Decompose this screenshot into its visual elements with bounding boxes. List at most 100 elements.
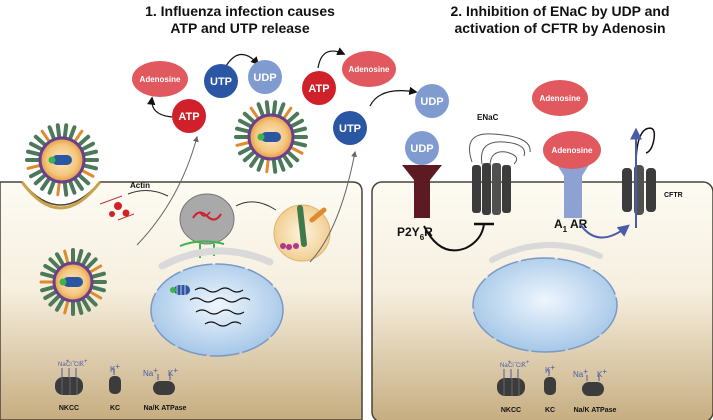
- virus-internal: [39, 248, 107, 316]
- left-transporters: Na+ Cl− Cl− K+ K+ Na+ K+: [55, 359, 178, 395]
- virus-polymerase: [59, 278, 67, 286]
- a1ar-label-main: A: [554, 217, 563, 231]
- virus-spike: [290, 126, 307, 134]
- virus-spike: [33, 172, 48, 186]
- virus-spike: [40, 284, 57, 293]
- kc-label-left: KC: [110, 405, 120, 412]
- assembly-vesicle: [273, 204, 331, 262]
- arrow-atp-to-adenosine: [147, 96, 173, 118]
- virus-spike: [264, 100, 271, 118]
- virus-spike: [242, 149, 257, 163]
- arrow-atp-to-adenosine-2: [317, 47, 346, 69]
- virus-spike: [256, 155, 266, 172]
- endocytic-pocket: [20, 181, 102, 210]
- utp-molecule-1: UTP: [204, 64, 238, 98]
- virus-spike: [276, 155, 286, 172]
- nkcc-label-left: NKCC: [59, 405, 79, 412]
- udp-label-2: UDP: [420, 96, 443, 108]
- virus-spike: [33, 134, 48, 148]
- title-left-line1: 1. Influenza infection causes: [145, 3, 335, 19]
- virus-rnp: [261, 132, 281, 142]
- utp-molecule-2: UTP: [333, 111, 367, 145]
- svg-text:Na+: Na+: [573, 367, 588, 379]
- right-er-arc: [489, 241, 603, 263]
- release-arrow-utp: [309, 150, 358, 263]
- svg-text:Na+: Na+: [58, 359, 70, 368]
- virus-spike: [271, 156, 278, 174]
- a1ar-receptor: Adenosine: [543, 131, 601, 218]
- virus-spike: [288, 145, 304, 155]
- virus-spike: [281, 106, 293, 121]
- virus-spike: [288, 118, 304, 129]
- virus-spike: [55, 296, 66, 312]
- virus-spike: [40, 129, 52, 144]
- title-right-line2: activation of CFTR by Adenosin: [454, 20, 666, 36]
- virus-spike: [81, 163, 98, 171]
- virus-spike: [80, 252, 91, 268]
- virus-spike: [67, 178, 77, 195]
- utp-label-2: UTP: [339, 123, 361, 135]
- virus-spike: [55, 252, 66, 268]
- adenosine-molecule-1: Adenosine: [132, 61, 188, 97]
- virus-spike: [29, 141, 45, 152]
- virus-spike: [290, 140, 307, 148]
- nkcc-left: [55, 377, 83, 395]
- adenosine-label-1: Adenosine: [140, 75, 181, 84]
- svg-text:Cl−: Cl−: [74, 359, 84, 368]
- virus-spike: [63, 249, 70, 266]
- virus-spike: [87, 290, 103, 300]
- inhibition-arrow: [423, 223, 485, 252]
- nak-label-right: Na/K ATPase: [574, 407, 617, 414]
- viral-rna: [189, 287, 251, 327]
- svg-text:K+: K+: [80, 359, 88, 368]
- virus-spike: [67, 125, 77, 142]
- adenosine-molecule-3: Adenosine: [532, 80, 588, 116]
- virus-spike: [76, 134, 91, 148]
- arrow-utp-to-udp: [225, 53, 260, 67]
- virus-spike: [84, 293, 98, 307]
- utp-label-1: UTP: [210, 76, 232, 88]
- udp-molecule-2: UDP: [415, 84, 449, 118]
- title-left: 1. Influenza infection causes ATP and UT…: [100, 3, 380, 37]
- virus-spike: [62, 123, 69, 141]
- er-arc: [158, 247, 274, 270]
- virus-spike: [276, 102, 286, 119]
- virus-spike: [40, 176, 52, 191]
- adenosine-label-2: Adenosine: [349, 65, 390, 74]
- virus-spike: [249, 106, 261, 121]
- enac-label: ENaC: [477, 113, 499, 122]
- virus-spike: [62, 179, 69, 197]
- kc-label-right: KC: [545, 407, 555, 414]
- svg-text:Cl−: Cl−: [66, 359, 76, 368]
- virus-spike: [55, 123, 62, 141]
- virus-spike: [75, 249, 84, 266]
- virus-polymerase: [48, 156, 56, 164]
- virus-spike: [72, 176, 84, 191]
- svg-text:K+: K+: [545, 363, 555, 375]
- svg-text:K+: K+: [597, 367, 607, 379]
- virus-spike: [256, 102, 266, 119]
- virus-spike: [56, 180, 61, 197]
- right-nucleus: [472, 257, 618, 353]
- activation-arrow: [579, 223, 630, 239]
- release-arrow-atp: [136, 135, 199, 246]
- virus-spike: [79, 141, 95, 152]
- virus-spike: [281, 153, 293, 168]
- virus-rnp: [63, 277, 83, 287]
- adenosine-label-3: Adenosine: [540, 94, 581, 103]
- svg-text:Cl−: Cl−: [516, 360, 526, 369]
- virus-spike: [63, 298, 70, 315]
- nak-right: [582, 382, 604, 396]
- svg-text:K+: K+: [168, 366, 178, 378]
- p2y6r-label-tail: R: [424, 225, 433, 239]
- p2y6r-label-sub: 6: [420, 233, 425, 242]
- p2y6r-label: P2Y6R: [397, 225, 433, 242]
- nak-left: [153, 381, 175, 395]
- svg-text:Na+: Na+: [143, 366, 158, 378]
- virus-spike: [87, 264, 103, 274]
- virus-spike: [75, 298, 84, 315]
- virus-spike: [29, 168, 45, 179]
- adenosine-bound-label: Adenosine: [552, 146, 593, 155]
- virus-spike: [47, 125, 57, 142]
